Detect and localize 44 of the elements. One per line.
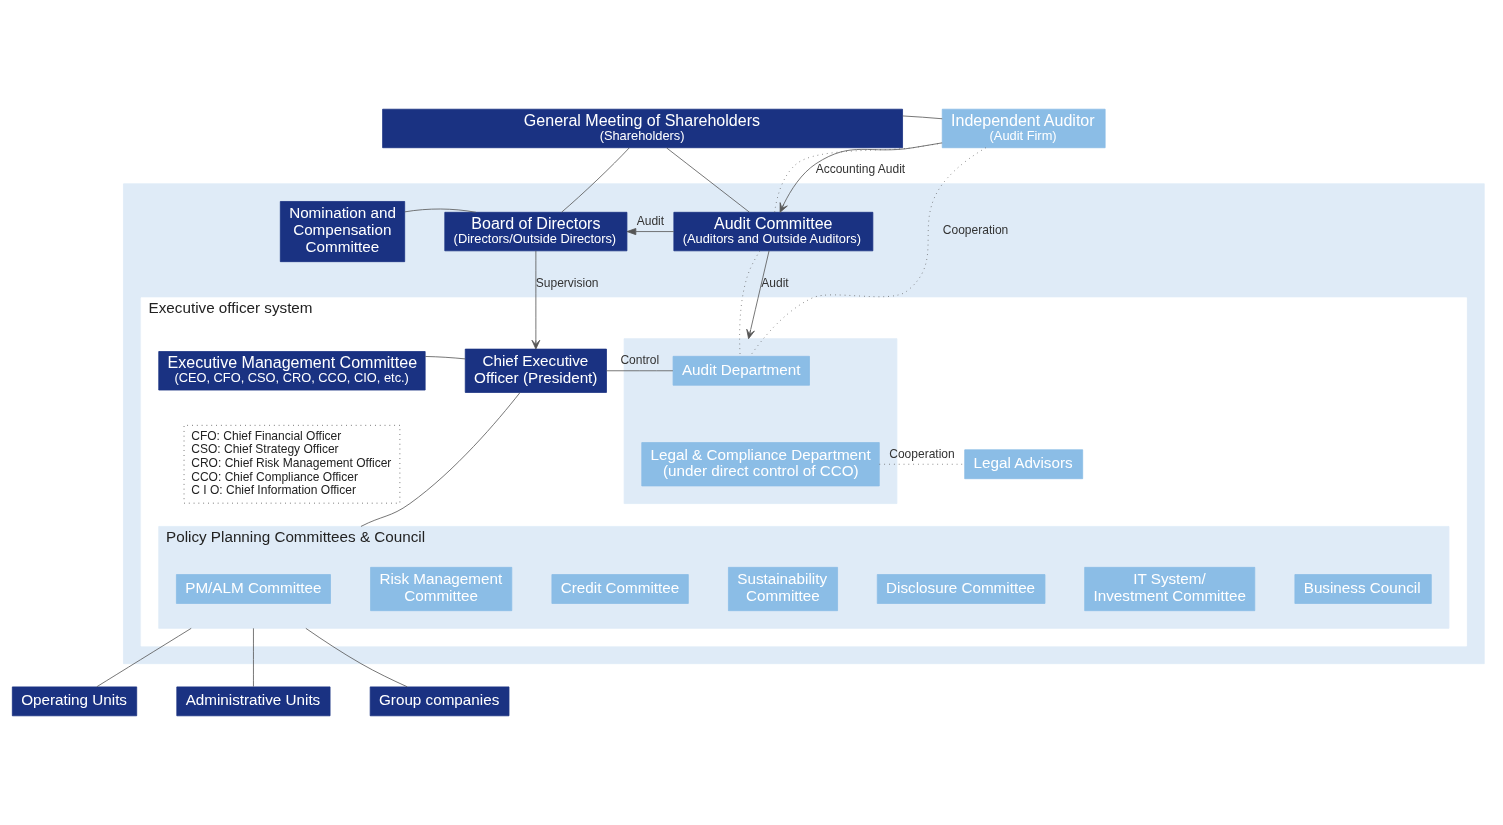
edge-label: Control bbox=[620, 353, 660, 368]
connector bbox=[360, 392, 521, 527]
node-box: Administrative Units bbox=[176, 686, 331, 717]
node-box: Executive Management Committee (CEO, CFO, CSO, CRO, CCO, CIO, etc.) bbox=[158, 351, 426, 391]
arrow bbox=[531, 250, 541, 350]
node-box: Group companies bbox=[369, 686, 510, 717]
node-box: Legal & Compliance Department (under direct control of CCO) bbox=[641, 442, 880, 487]
node-box: Legal Advisors bbox=[964, 449, 1084, 480]
connector bbox=[902, 115, 943, 120]
node-box: PM/ALM Committee bbox=[176, 574, 331, 604]
node-box: Business Council bbox=[1294, 574, 1432, 604]
connector bbox=[96, 627, 192, 688]
node-box: General Meeting of Shareholders (Shareholders) bbox=[382, 108, 903, 149]
node-box: Independent Auditor (Audit Firm) bbox=[941, 108, 1106, 149]
node-box: Credit Committee bbox=[551, 574, 689, 604]
connector bbox=[666, 147, 750, 213]
node-box: Audit Department bbox=[672, 355, 810, 386]
edge-label: Audit bbox=[761, 276, 789, 291]
node-box: Chief Executive Officer (President) bbox=[464, 348, 607, 393]
connector bbox=[305, 627, 408, 688]
node-box: Audit Committee (Auditors and Outside Auditors) bbox=[673, 211, 874, 252]
edge-label: Cooperation bbox=[942, 223, 1009, 238]
node-box: Board of Directors (Directors/Outside Directors) bbox=[444, 211, 628, 252]
node-box: Nomination and Compensation Committee bbox=[279, 201, 406, 263]
edge-label: Supervision bbox=[535, 276, 599, 291]
arrow bbox=[626, 228, 675, 236]
connector bbox=[739, 250, 761, 357]
connector bbox=[606, 370, 674, 372]
node-box: Operating Units bbox=[11, 686, 138, 717]
cluster bbox=[123, 183, 1485, 665]
connector bbox=[749, 147, 987, 357]
edge-label: Audit bbox=[636, 214, 665, 229]
connector bbox=[424, 356, 466, 360]
node-box: Disclosure Committee bbox=[876, 574, 1046, 604]
edge-label: Cooperation bbox=[889, 446, 955, 461]
connector bbox=[253, 627, 254, 687]
node-box: IT System/ Investment Committee bbox=[1084, 566, 1256, 612]
node-box: Sustainability Committee bbox=[728, 566, 838, 612]
connector bbox=[404, 208, 477, 213]
connector bbox=[561, 147, 630, 213]
edge-label: Accounting Audit bbox=[815, 162, 906, 177]
node-box: Risk Management Committee bbox=[370, 566, 513, 612]
arrow bbox=[746, 250, 770, 340]
node-box: CFO: Chief Financial Officer CSO: Chief Strategy Officer CRO: Chief Risk Management Officer CCO: Chief Compliance Officer C I O: Chief Information Officer bbox=[183, 424, 401, 504]
